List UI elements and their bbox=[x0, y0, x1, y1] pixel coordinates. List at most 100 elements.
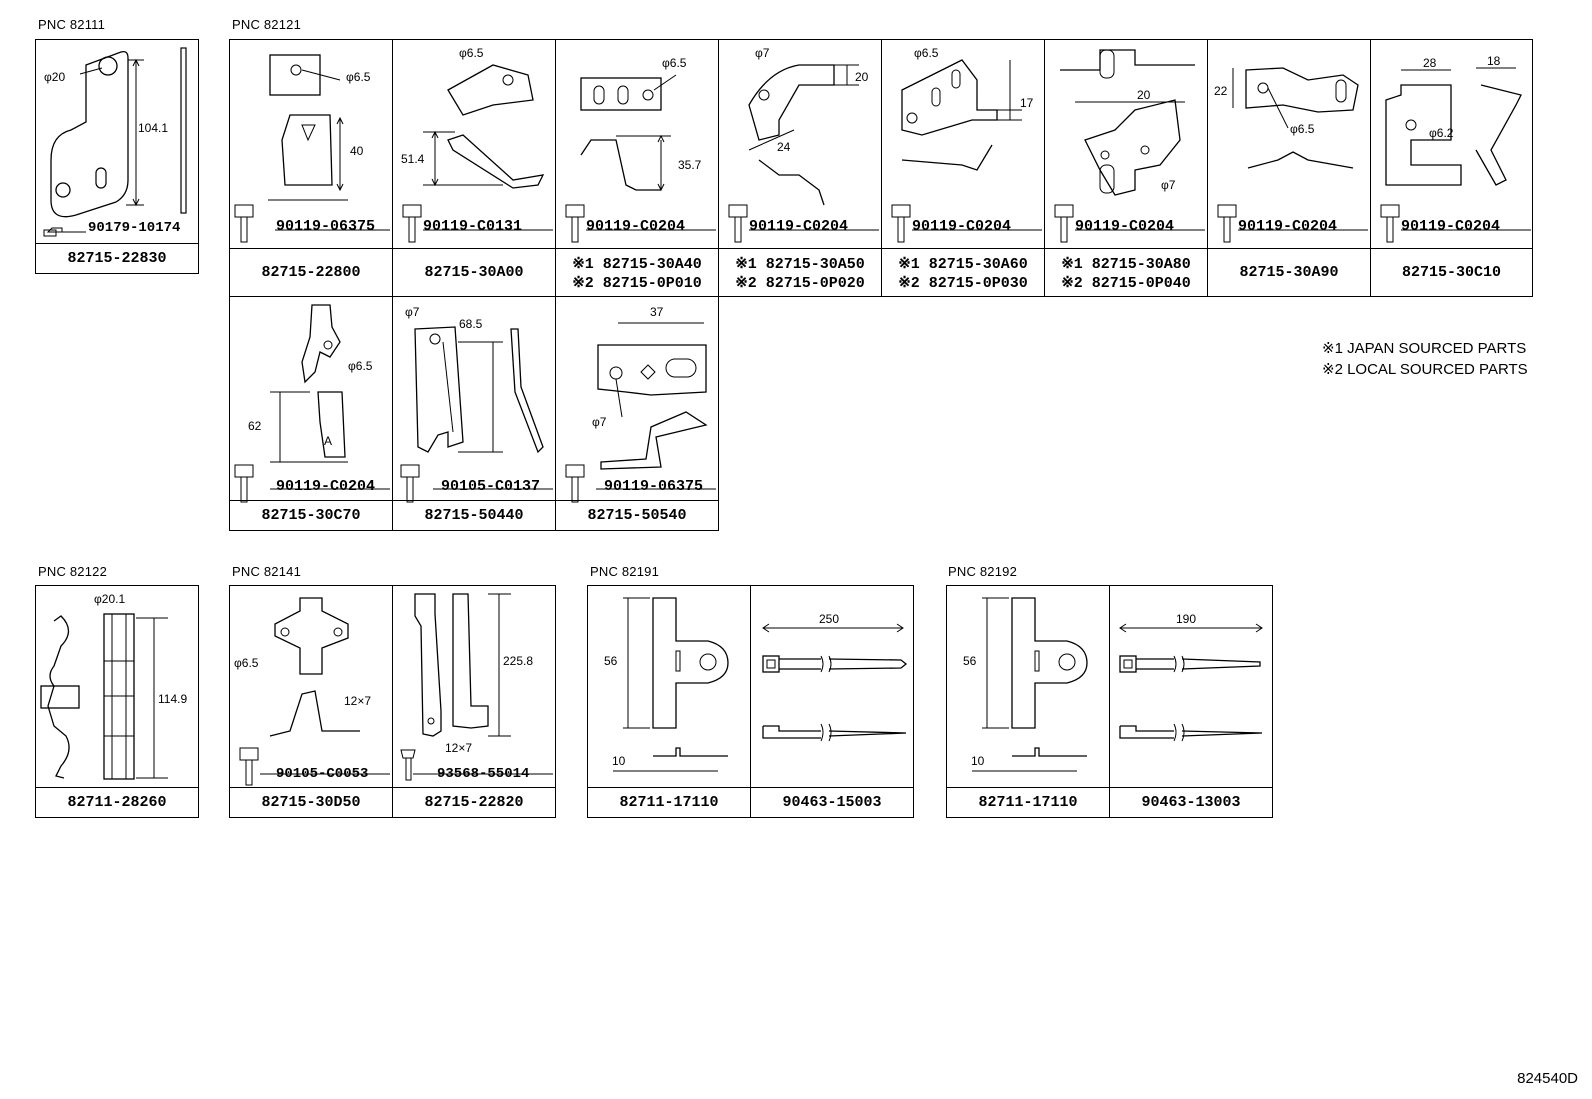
dim-length: 35.7 bbox=[678, 158, 702, 172]
fastener-number[interactable]: 90119-06375 bbox=[276, 218, 376, 235]
fastener-number[interactable]: 93568-55014 bbox=[437, 766, 530, 782]
part-number-box[interactable]: 82715-30A00 bbox=[393, 248, 555, 296]
part-cell-82711-17110-a[interactable]: 56 10 82711-17110 bbox=[587, 585, 751, 818]
fastener-number[interactable]: 90119-06375 bbox=[604, 478, 704, 495]
part-number[interactable]: 82711-17110 bbox=[619, 794, 719, 811]
bracket-drawing bbox=[728, 64, 879, 243]
part-number-box[interactable]: 82715-22820 bbox=[393, 787, 555, 817]
bracket-drawing bbox=[234, 54, 390, 243]
part-cell-82715-30C10[interactable]: 28 18 φ6.2 90119-C0204 82715-30C10 bbox=[1370, 39, 1533, 297]
part-cell-82715-30A00[interactable]: φ6.5 51.4 90119-C0131 82715-30A00 bbox=[392, 39, 556, 297]
part-cell-82715-22830[interactable]: φ20 104.1 90179-10174 82715-22830 bbox=[35, 39, 199, 274]
document-id: 824540D bbox=[1517, 1070, 1578, 1087]
part-cell-82715-30D50[interactable]: φ6.5 12×7 90105-C0053 82715-30D50 bbox=[229, 585, 393, 818]
part-cell-82715-22820[interactable]: 225.8 12×7 93568-55014 82715-22820 bbox=[392, 585, 556, 818]
bracket-drawing bbox=[400, 326, 553, 503]
part-number[interactable]: 82715-22830 bbox=[67, 250, 167, 267]
part-number[interactable]: 82715-30C70 bbox=[261, 507, 361, 524]
part-number-local[interactable]: ※2 82715-0P030 bbox=[898, 274, 1028, 292]
part-number-local[interactable]: ※2 82715-0P020 bbox=[735, 274, 865, 292]
dim-diameter: φ20.1 bbox=[94, 592, 126, 606]
part-number-box[interactable]: ※1 82715-30A40 ※2 82715-0P010 bbox=[556, 248, 718, 296]
dim-diameter: φ6.5 bbox=[1290, 122, 1315, 136]
part-number-japan[interactable]: ※1 82715-30A40 bbox=[572, 255, 702, 273]
part-number-box[interactable]: 90463-13003 bbox=[1110, 787, 1272, 817]
part-cell-82715-30A90[interactable]: 22 φ6.5 90119-C0204 82715-30A90 bbox=[1207, 39, 1371, 297]
bracket-drawing bbox=[234, 304, 390, 503]
part-cell-90463-13003[interactable]: 190 90463-13003 bbox=[1109, 585, 1273, 818]
dim-length: 104.1 bbox=[138, 121, 169, 135]
part-number-japan[interactable]: ※1 82715-30A50 bbox=[735, 255, 865, 273]
part-number[interactable]: 82715-30A90 bbox=[1239, 264, 1339, 281]
part-number-local[interactable]: ※2 82715-0P040 bbox=[1061, 274, 1191, 292]
clamp-drawing bbox=[40, 613, 168, 780]
part-number-box[interactable]: 82715-30C70 bbox=[230, 500, 392, 530]
part-number-box[interactable]: 82715-22830 bbox=[36, 243, 198, 273]
fastener-number[interactable]: 90119-C0131 bbox=[423, 218, 523, 235]
part-number[interactable]: 90463-15003 bbox=[782, 794, 882, 811]
dim-width: 10 bbox=[971, 754, 985, 768]
part-number-box[interactable]: 82715-50540 bbox=[556, 500, 718, 530]
pnc-label-82111: PNC 82111 bbox=[38, 17, 106, 32]
fastener-number[interactable]: 90179-10174 bbox=[88, 220, 181, 236]
dim-width: 20 bbox=[1137, 88, 1151, 102]
part-number-local[interactable]: ※2 82715-0P010 bbox=[572, 274, 702, 292]
fastener-number[interactable]: 90119-C0204 bbox=[1401, 218, 1501, 235]
part-number-box[interactable]: 82711-17110 bbox=[588, 787, 750, 817]
part-number-box[interactable]: 82715-22800 bbox=[230, 248, 392, 296]
part-number-box[interactable]: 82711-28260 bbox=[36, 787, 198, 817]
part-number-box[interactable]: 82715-30C10 bbox=[1371, 248, 1532, 296]
part-cell-82715-30C70[interactable]: φ6.5 62 A 90119-C0204 82715-30C70 bbox=[229, 296, 393, 531]
part-cell-82715-50440[interactable]: φ7 68.5 90105-C0137 82715-50440 bbox=[392, 296, 556, 531]
fastener-number[interactable]: 90119-C0204 bbox=[1238, 218, 1338, 235]
dim-diameter: φ6.5 bbox=[234, 656, 259, 670]
part-cell-82715-30A50[interactable]: φ7 20 24 90119-C0204 ※1 82715-30A50 ※2 8… bbox=[718, 39, 882, 297]
part-cell-82715-30A60[interactable]: φ6.5 17 90119-C0204 ※1 82715-30A60 ※2 82… bbox=[881, 39, 1045, 297]
part-number[interactable]: 82715-30C10 bbox=[1401, 264, 1502, 281]
dim-diameter: φ20 bbox=[44, 70, 66, 84]
part-number[interactable]: 82711-28260 bbox=[67, 794, 167, 811]
fastener-number[interactable]: 90119-C0204 bbox=[586, 218, 686, 235]
part-number-box[interactable]: ※1 82715-30A60 ※2 82715-0P030 bbox=[882, 248, 1044, 296]
part-number-box[interactable]: 82715-30A90 bbox=[1208, 248, 1370, 296]
part-number-box[interactable]: ※1 82715-30A80 ※2 82715-0P040 bbox=[1045, 248, 1207, 296]
fastener-number[interactable]: 90119-C0204 bbox=[1075, 218, 1175, 235]
part-number-japan[interactable]: ※1 82715-30A80 bbox=[1061, 255, 1191, 273]
part-cell-82711-17110-b[interactable]: 56 10 82711-17110 bbox=[946, 585, 1110, 818]
part-cell-82711-28260[interactable]: φ20.1 114.9 82711-28260 bbox=[35, 585, 199, 818]
part-cell-82715-22800[interactable]: φ6.5 40 90119-06375 82715-22800 bbox=[229, 39, 393, 297]
dim-diameter: φ7 bbox=[755, 46, 770, 60]
part-cell-90463-15003[interactable]: 250 90463-15003 bbox=[750, 585, 914, 818]
part-number[interactable]: 82711-17110 bbox=[978, 794, 1078, 811]
bracket-drawing bbox=[565, 74, 716, 243]
fastener-number[interactable]: 90105-C0137 bbox=[441, 478, 541, 495]
bracket-drawing bbox=[891, 59, 1042, 243]
part-cell-82715-30A40[interactable]: φ6.5 35.7 90119-C0204 ※1 82715-30A40 ※2 … bbox=[555, 39, 719, 297]
bracket-drawing bbox=[1380, 67, 1531, 243]
part-number[interactable]: 90463-13003 bbox=[1141, 794, 1241, 811]
part-number[interactable]: 82715-30A00 bbox=[424, 264, 524, 281]
dim-diameter: φ6.5 bbox=[348, 359, 373, 373]
fastener-number[interactable]: 90105-C0053 bbox=[276, 766, 369, 782]
dim-depth: 18 bbox=[1487, 54, 1501, 68]
part-cell-82715-30A80[interactable]: 20 φ7 90119-C0204 ※1 82715-30A80 ※2 8271… bbox=[1044, 39, 1208, 297]
part-number-box[interactable]: ※1 82715-30A50 ※2 82715-0P020 bbox=[719, 248, 881, 296]
part-number[interactable]: 82715-30D50 bbox=[261, 794, 361, 811]
dim-length: 225.8 bbox=[503, 654, 534, 668]
pnc-label-82141: PNC 82141 bbox=[232, 564, 302, 579]
fastener-number[interactable]: 90119-C0204 bbox=[276, 478, 376, 495]
part-cell-82715-50540[interactable]: 37 φ7 90119-06375 82715-50540 bbox=[555, 296, 719, 531]
part-number[interactable]: 82715-50540 bbox=[587, 507, 687, 524]
part-number[interactable]: 82715-22800 bbox=[261, 264, 361, 281]
part-number[interactable]: 82715-22820 bbox=[424, 794, 524, 811]
part-number-box[interactable]: 82715-30D50 bbox=[230, 787, 392, 817]
dim-width: 28 bbox=[1423, 56, 1437, 70]
fastener-number[interactable]: 90119-C0204 bbox=[912, 218, 1012, 235]
dim-diameter: φ6.5 bbox=[459, 46, 484, 60]
part-number[interactable]: 82715-50440 bbox=[424, 507, 524, 524]
part-number-box[interactable]: 82715-50440 bbox=[393, 500, 555, 530]
part-number-japan[interactable]: ※1 82715-30A60 bbox=[898, 255, 1028, 273]
part-number-box[interactable]: 90463-15003 bbox=[751, 787, 913, 817]
fastener-number[interactable]: 90119-C0204 bbox=[749, 218, 849, 235]
part-number-box[interactable]: 82711-17110 bbox=[947, 787, 1109, 817]
